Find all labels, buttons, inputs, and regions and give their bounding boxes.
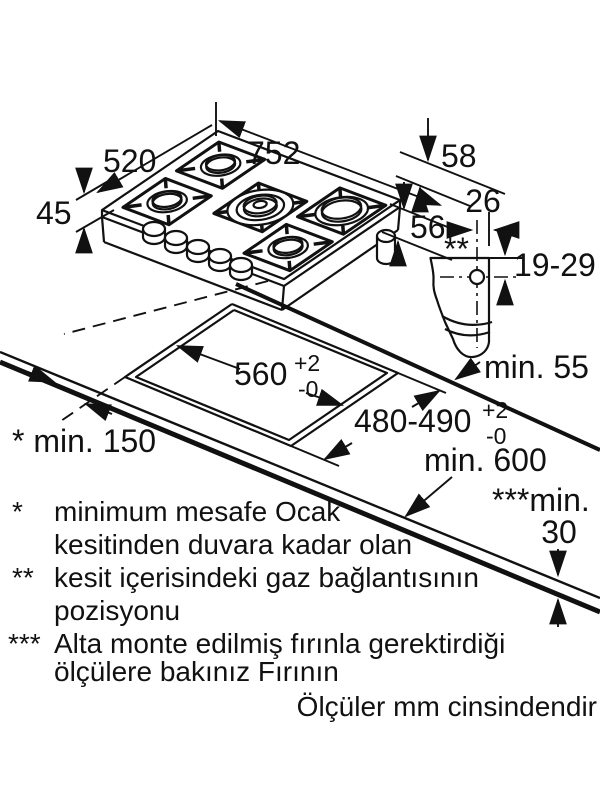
footnote-line: ölçülere bakınız Fırının <box>54 656 339 687</box>
dimension-min-back: min. 55 <box>454 349 589 385</box>
burner-front-right <box>260 233 316 262</box>
projection-dash-line <box>63 280 269 335</box>
footnote-line: pozisyonu <box>54 595 180 626</box>
worktop-back-edge <box>235 282 600 452</box>
burner-cap <box>267 234 308 255</box>
gas-pipe-arc <box>444 328 491 337</box>
min-thickness-value: 30 <box>541 514 577 550</box>
burner-front-left <box>139 187 195 216</box>
cutout-width-label: 560 <box>234 356 287 392</box>
dimension-min-wall: * min. 150 <box>12 364 156 459</box>
footnote-line: Alta monte edilmiş fırınla gerektirdiği <box>54 628 505 659</box>
dimension-min-thickness: ***min. 30 <box>492 482 590 627</box>
footnote-marker: * <box>12 496 23 527</box>
min-wall-label: * min. 150 <box>12 423 156 459</box>
cutout-inner-rim <box>134 308 389 442</box>
hob-depth-label: 520 <box>103 143 156 179</box>
hob-drawing <box>100 131 402 312</box>
knob <box>228 256 254 282</box>
min-thickness-label: ***min. <box>492 482 590 518</box>
dimension-56: 56 <box>381 182 456 267</box>
gas-19-29-label: 19-29 <box>514 247 596 283</box>
worktop-cutout <box>123 302 447 467</box>
dimension-58: 58 <box>395 118 506 213</box>
cutout-width-tol-minus: -0 <box>298 376 318 402</box>
gas-position-marker: ** <box>444 231 469 267</box>
gas-connection-point <box>468 268 486 286</box>
cabinet-section-outline <box>429 256 491 359</box>
knob <box>185 238 211 264</box>
hob-58-label: 58 <box>441 138 477 174</box>
worktop-drawing: 560 +2 -0 480-490 +2 -0 min. 55 * min. 1… <box>0 280 600 627</box>
dimension-min-depth: min. 600 <box>404 442 547 518</box>
knob <box>163 229 189 255</box>
extension-line <box>290 445 340 467</box>
hob-56-label: 56 <box>410 209 446 245</box>
hob-height-label: 45 <box>36 195 72 231</box>
knob <box>141 220 167 246</box>
gas-connection-detail: 26 ** 19-29 <box>429 183 596 359</box>
footnote-line: kesit içerisindeki gaz bağlantısının <box>54 562 479 593</box>
footnote-marker: ** <box>12 562 34 593</box>
cutout-depth-label: 480-490 <box>354 403 471 439</box>
cutout-depth-tol-plus: +2 <box>482 397 508 423</box>
dimension-cutout-width: 560 +2 -0 <box>175 345 345 406</box>
extension-line <box>397 372 447 394</box>
footnote-line: kesitinden duvara kadar olan <box>54 529 412 560</box>
dimension-cutout-depth: 480-490 +2 -0 <box>323 389 508 461</box>
footnotes: * minimum mesafe Ocak kesitinden duvara … <box>8 496 597 722</box>
dimension-19-29: 19-29 <box>489 229 596 306</box>
worktop-front-top-edge <box>0 350 600 600</box>
dimension-45: 45 <box>36 167 115 254</box>
cutout-depth-tol-minus: -0 <box>486 423 506 449</box>
gas-26-label: 26 <box>465 183 501 219</box>
min-depth-label: min. 600 <box>424 442 547 478</box>
burner-center-wok <box>214 183 307 232</box>
cutout-width-tol-plus: +2 <box>294 350 320 376</box>
footnote-marker: *** <box>8 628 41 659</box>
cutout-edge-extension-dash <box>57 376 126 424</box>
footnote-line: minimum mesafe Ocak <box>54 496 341 527</box>
hob-dimensions: 752 520 45 58 56 <box>36 102 506 267</box>
knob <box>207 247 233 273</box>
min-back-label: min. 55 <box>484 349 589 385</box>
hob-width-label: 752 <box>247 135 300 171</box>
units-note: Ölçüler mm cinsindendir <box>297 691 597 722</box>
gas-pipe-arc <box>441 315 493 327</box>
control-knobs <box>141 220 254 282</box>
burner-cap <box>146 188 187 209</box>
